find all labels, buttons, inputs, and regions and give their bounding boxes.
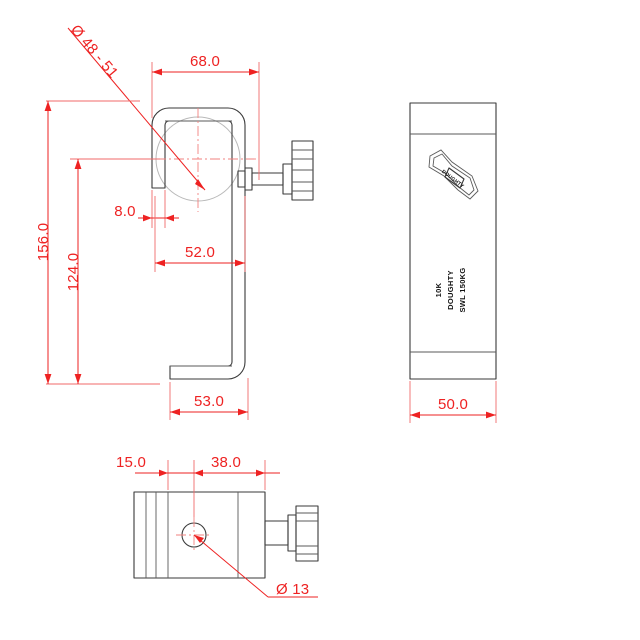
bar-diameter-callout: Ø 48 - 51 xyxy=(67,22,206,191)
bottom-screw-knob xyxy=(295,505,319,562)
thumbscrew-collar xyxy=(282,163,293,195)
centre-offset-dimension: 52.0 xyxy=(154,196,246,272)
overall-height-dimension: 156.0 xyxy=(35,100,160,385)
base-length-label: 53.0 xyxy=(194,393,224,410)
thumbscrew-knurling xyxy=(292,149,313,192)
body-height-label: 124.0 xyxy=(65,253,82,292)
edge-offset-label: 15.0 xyxy=(116,454,146,471)
bottom-screw-knurling xyxy=(296,512,318,555)
screw-boss-inner xyxy=(237,170,246,188)
side-marking-text: 10K DOUGHTY SWL 150KG xyxy=(434,267,467,312)
hook-gap-label: 8.0 xyxy=(114,203,135,220)
overall-width-dimension: 68.0 xyxy=(151,53,260,180)
centre-offset-label: 52.0 xyxy=(185,244,215,261)
hole-offset-label: 38.0 xyxy=(211,454,241,471)
hook-gap-dimension: 8.0 xyxy=(114,190,179,228)
marking-line-3: SWL 150KG xyxy=(458,267,467,312)
overall-height-label: 156.0 xyxy=(35,223,52,262)
bottom-screw-shaft xyxy=(264,520,289,546)
front-elevation-view: Ø 48 - 51 68.0 156.0 124.0 xyxy=(35,22,314,420)
thumbscrew-shaft xyxy=(251,172,284,186)
body-height-dimension: 124.0 xyxy=(65,158,160,385)
bottom-screw-collar xyxy=(287,514,297,552)
doughty-logo-emboss: DOUGHTY xyxy=(428,149,479,200)
side-width-dimension: 50.0 xyxy=(409,381,497,423)
hole-diameter-callout: Ø 13 xyxy=(193,534,318,598)
side-width-label: 50.0 xyxy=(438,396,468,413)
bar-diameter-label: Ø 48 - 51 xyxy=(67,22,122,82)
side-body-outline xyxy=(409,102,497,380)
edge-offset-dimension: 15.0 xyxy=(116,454,203,517)
marking-line-1: 10K xyxy=(434,282,443,297)
thumbscrew-knob xyxy=(291,140,314,201)
marking-line-2: DOUGHTY xyxy=(446,270,455,310)
screw-boss xyxy=(244,167,253,191)
hole-diameter-label: Ø 13 xyxy=(276,581,309,598)
overall-width-label: 68.0 xyxy=(190,53,220,70)
side-elevation-view: DOUGHTY 10K DOUGHTY SWL 150KG 50.0 xyxy=(409,102,497,423)
bottom-plan-view: 15.0 38.0 Ø 13 xyxy=(116,454,319,598)
base-length-dimension: 53.0 xyxy=(169,378,249,420)
hole-offset-dimension: 38.0 xyxy=(194,454,280,490)
